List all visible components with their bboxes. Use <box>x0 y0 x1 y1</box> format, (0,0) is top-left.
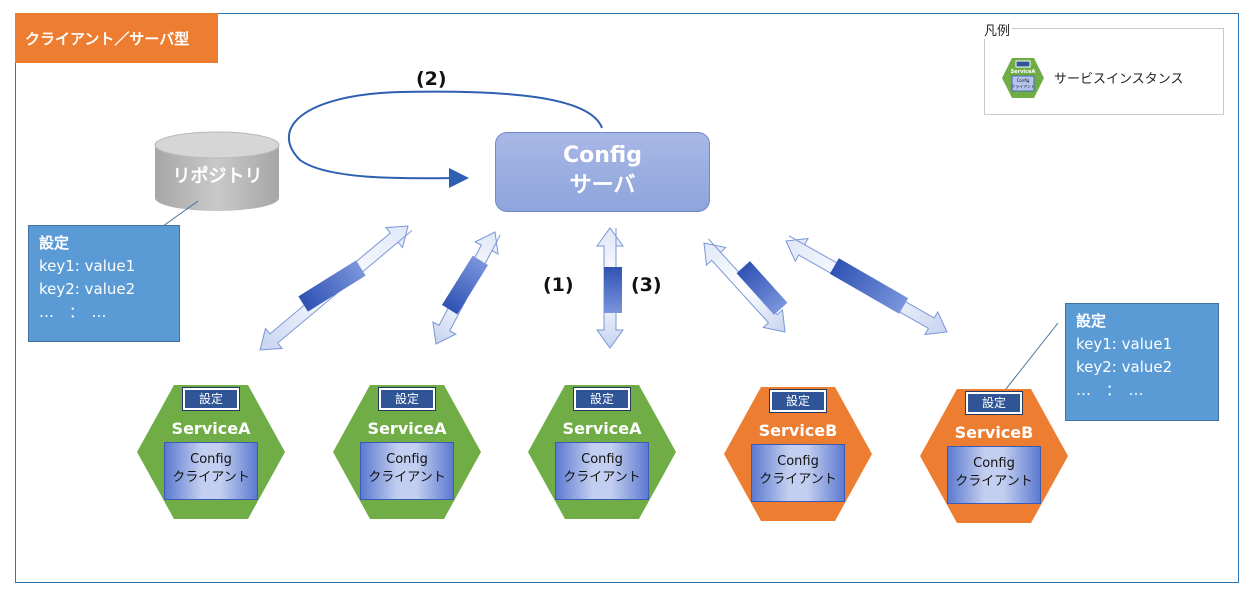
config-server-box: Config サーバ <box>495 132 710 212</box>
client-line2: クライアント <box>563 470 641 485</box>
note-heading: 設定 <box>39 234 70 252</box>
config-client-box: Config クライアント <box>555 442 649 500</box>
request-bar <box>829 258 909 314</box>
note-line: key1: value1 <box>1076 335 1173 353</box>
client-line1: Config <box>190 452 232 467</box>
request-bar <box>736 261 788 315</box>
step-2-label: (2) <box>416 68 447 90</box>
request-bars <box>298 255 909 315</box>
note-line: … ： … <box>1076 381 1144 399</box>
request-bar <box>441 255 489 315</box>
request-bar <box>604 267 622 313</box>
settings-badge: 設定 <box>965 391 1023 415</box>
service-instance: 設定 ServiceA Config クライアント <box>528 385 676 535</box>
note-line: key1: value1 <box>39 257 136 275</box>
client-line1: Config <box>777 454 819 469</box>
client-line2: クライアント <box>368 470 446 485</box>
service-instance: 設定 ServiceA Config クライアント <box>333 385 481 535</box>
client-line2: クライアント <box>172 470 250 485</box>
service-name: ServiceB <box>954 423 1034 442</box>
double-arrow <box>703 238 786 333</box>
note-heading: 設定 <box>1076 312 1107 330</box>
svg-text:Config: Config <box>1017 78 1030 83</box>
client-line1: Config <box>581 452 623 467</box>
svg-text:クライアント: クライアント <box>1011 83 1035 89</box>
service-name: ServiceA <box>562 419 642 438</box>
repository-label: リポジトリ <box>172 166 263 187</box>
config-client-box: Config クライアント <box>360 442 454 500</box>
service-instance: 設定 ServiceA Config クライアント <box>137 385 285 535</box>
diagram-frame <box>15 13 1239 583</box>
config-client-box: Config クライアント <box>947 446 1041 504</box>
client-line1: Config <box>973 456 1015 471</box>
legend-label: 凡例 <box>982 20 1013 39</box>
settings-badge: 設定 <box>769 389 827 413</box>
double-arrows <box>259 225 948 351</box>
settings-badge: 設定 <box>378 387 436 411</box>
legend-box <box>984 28 1224 115</box>
service-name: ServiceA <box>171 419 251 438</box>
note-line: … ： … <box>39 303 107 321</box>
step-3-label: (3) <box>631 274 662 296</box>
step-1-label: (1) <box>543 274 574 296</box>
note-line: key2: value2 <box>1076 358 1173 376</box>
config-server-line2: サーバ <box>569 173 636 198</box>
config-client-box: Config クライアント <box>164 442 258 500</box>
config-server-line1: Config <box>563 143 642 168</box>
settings-badge: 設定 <box>573 387 631 411</box>
loop-arrow <box>288 90 603 189</box>
legend-text: サービスインスタンス <box>1054 72 1184 87</box>
client-line2: クライアント <box>955 474 1033 489</box>
service-name: ServiceB <box>758 421 838 440</box>
diagram-title: クライアント／サーバ型 <box>15 13 218 63</box>
note-line: key2: value2 <box>39 280 136 298</box>
legend-service-icon: ServiceA Config クライアント <box>1002 58 1044 98</box>
request-bar <box>298 260 366 312</box>
settings-badge: 設定 <box>182 387 240 411</box>
repository-cylinder <box>154 131 280 211</box>
svg-text:ServiceA: ServiceA <box>1011 69 1036 75</box>
client-line2: クライアント <box>759 472 837 487</box>
service-name: ServiceA <box>367 419 447 438</box>
client-line1: Config <box>386 452 428 467</box>
note-b-callout <box>1001 322 1059 395</box>
settings-note-repository: 設定 key1: value1 key2: value2 … ： … <box>28 225 180 342</box>
config-client-box: Config クライアント <box>751 444 845 502</box>
service-instance: 設定 ServiceB Config クライアント <box>724 387 872 537</box>
service-instance: 設定 ServiceB Config クライアント <box>920 389 1068 539</box>
settings-note-service: 設定 key1: value1 key2: value2 … ： … <box>1065 303 1219 421</box>
